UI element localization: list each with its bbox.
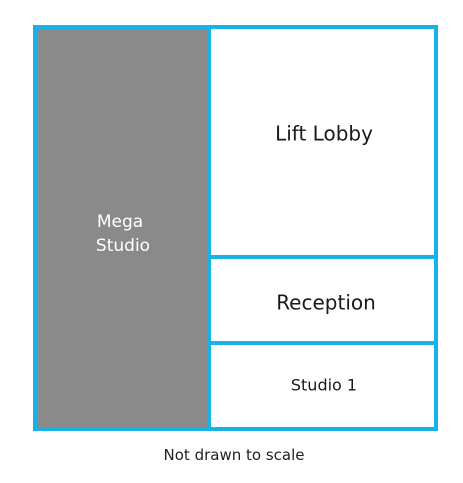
lift-lobby-label: Lift Lobby (275, 122, 373, 146)
mega-studio-label-line1: Mega (97, 212, 143, 232)
scale-caption: Not drawn to scale (163, 446, 305, 464)
floor-plan: Mega Studio Lift Lobby Reception Studio … (33, 25, 438, 431)
studio-1-label: Studio 1 (291, 376, 357, 395)
mega-studio-room (33, 25, 211, 431)
lift-lobby-room (207, 25, 438, 259)
outer-wall (33, 25, 438, 431)
reception-label: Reception (276, 291, 376, 315)
mega-studio-label-line2: Studio (96, 236, 150, 256)
